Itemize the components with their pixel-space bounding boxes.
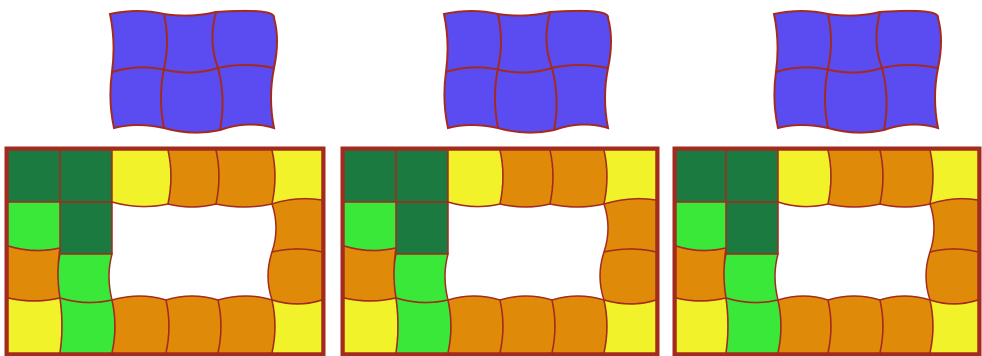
board [6,148,324,355]
puzzle-option-1-canvas [0,0,332,356]
puzzle-option-2[interactable] [336,0,664,356]
puzzle-option-1[interactable] [0,0,332,356]
puzzle-option-3-canvas [668,0,982,356]
blue-piece [110,11,277,133]
puzzle-option-2-canvas [336,0,664,356]
board [342,148,658,355]
puzzle-option-3[interactable] [668,0,982,356]
blue-piece [774,11,941,133]
blue-piece [444,11,611,133]
board [674,148,980,355]
